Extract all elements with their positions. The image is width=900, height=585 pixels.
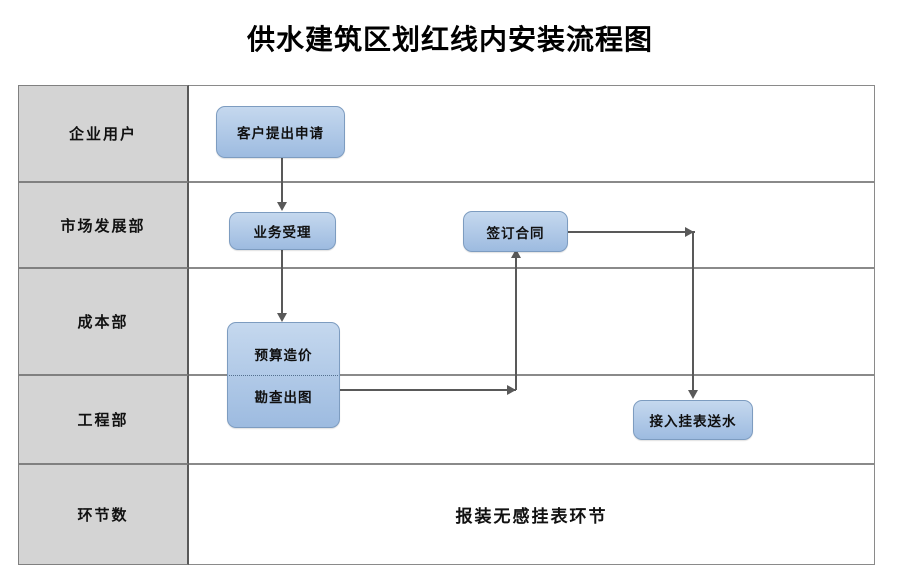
summary-label: 报装无感挂表环节 [455, 507, 608, 526]
swimlane-row-cost-department: 成本部 [18, 268, 875, 375]
arrowhead-application-to-acceptance [277, 202, 287, 211]
connector-contract-to-meter-vertical [692, 233, 694, 391]
node-label-business-acceptance: 业务受理 [253, 225, 312, 240]
page-title: 供水建筑区划红线内安装流程图 [246, 25, 653, 56]
sidebar-item-step-count: 环节数 [18, 464, 189, 565]
arrowhead-acceptance-to-budget [277, 313, 287, 322]
connector-survey-to-contract-horizontal [340, 389, 516, 391]
node-business-acceptance[interactable]: 业务受理 [229, 212, 336, 250]
arrowhead-contract-to-meter [688, 390, 698, 399]
arrowhead-contract-horizontal [685, 227, 694, 237]
sidebar-item-market-development: 市场发展部 [18, 182, 189, 268]
swimlane-row-market-development: 市场发展部 [18, 182, 875, 268]
node-customer-application[interactable]: 客户提出申请 [216, 106, 345, 158]
swimlane-row-enterprise-user: 企业用户 [18, 85, 875, 182]
swimlane-row-step-count: 环节数 报装无感挂表环节 [18, 464, 875, 565]
node-label-connect-meter-supply: 接入挂表送水 [649, 414, 737, 429]
lane-body-step-count: 报装无感挂表环节 [189, 464, 875, 565]
connector-contract-to-meter-horizontal [568, 231, 695, 233]
connector-application-to-acceptance [281, 158, 283, 203]
node-label-survey-drawing: 勘查出图 [254, 390, 313, 405]
node-connect-meter-supply[interactable]: 接入挂表送水 [633, 400, 753, 440]
connector-survey-to-contract-vertical [515, 258, 517, 390]
node-label-customer-application: 客户提出申请 [237, 126, 324, 141]
arrowhead-survey-horizontal [507, 385, 516, 395]
sidebar-item-engineering-department: 工程部 [18, 375, 189, 464]
node-budget-and-survey[interactable]: 预算造价 勘查出图 [227, 322, 340, 428]
swimlane-flowchart: 企业用户 市场发展部 成本部 工程部 环节数 报装无感挂表环节 客户提出申 [18, 85, 875, 565]
node-label-sign-contract: 签订合同 [486, 225, 545, 241]
arrowhead-survey-to-contract [511, 249, 521, 258]
node-sign-contract[interactable]: 签订合同 [463, 211, 568, 252]
node-label-budget-pricing: 预算造价 [254, 348, 313, 363]
sidebar-item-cost-department: 成本部 [18, 268, 189, 375]
connector-acceptance-to-budget [281, 250, 283, 313]
sidebar-item-enterprise-user: 企业用户 [18, 85, 189, 182]
